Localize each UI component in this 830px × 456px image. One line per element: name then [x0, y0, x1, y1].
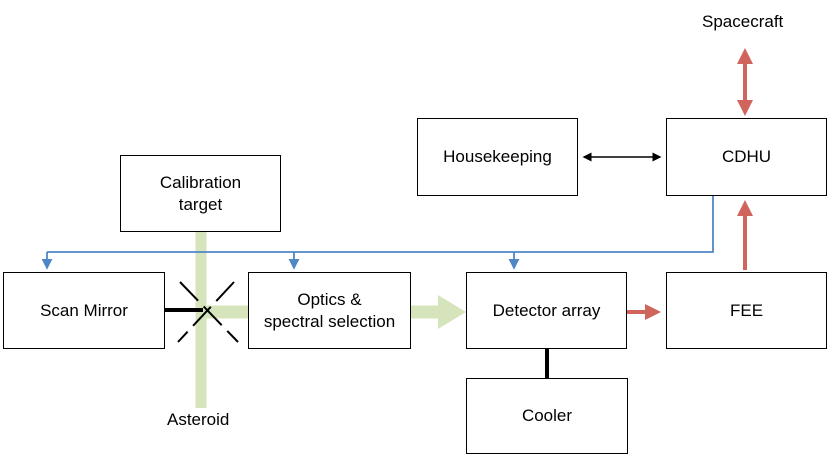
cooler-block: Cooler: [466, 378, 628, 454]
fee-block: FEE: [666, 272, 827, 349]
housekeeping-block: Housekeeping: [417, 118, 578, 196]
control-bus-line: [47, 196, 714, 253]
optics-block: Optics & spectral selection: [248, 272, 411, 349]
detector-array-block: Detector array: [466, 272, 627, 349]
control-bus: [41, 196, 714, 270]
spacecraft-label: Spacecraft: [702, 12, 784, 31]
asteroid-label: Asteroid: [167, 410, 230, 429]
cdhu-block: CDHU: [666, 118, 827, 196]
scan-mirror-surface: [179, 281, 239, 343]
light-path-arrowhead: [438, 295, 466, 329]
calibration-target-block: Calibration target: [120, 155, 281, 232]
scan-mirror-block: Scan Mirror: [3, 272, 165, 349]
scan-mirror-surface-2: [177, 281, 235, 343]
